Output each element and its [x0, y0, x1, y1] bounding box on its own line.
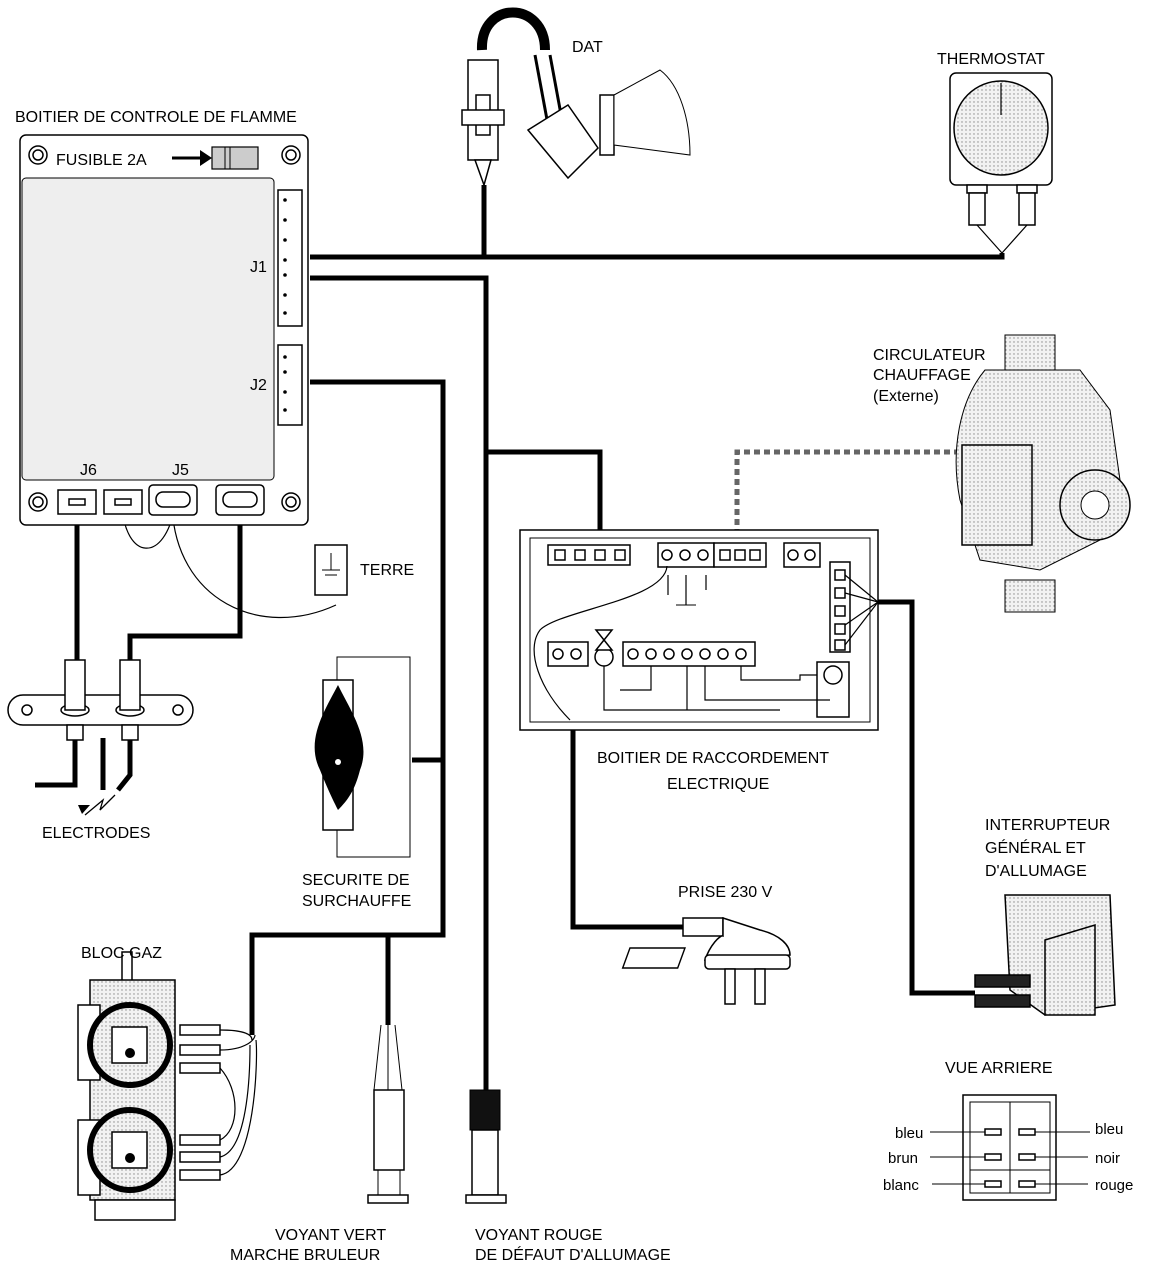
label-red-lamp-2: DE DÉFAUT D'ALLUMAGE: [475, 1245, 671, 1263]
label-wire-noir: noir: [1095, 1150, 1120, 1167]
label-overheat-1: SECURITE DE: [302, 872, 410, 889]
label-junction-1: BOITIER DE RACCORDEMENT: [597, 750, 829, 767]
label-wire-bleu-right: bleu: [1095, 1121, 1123, 1138]
label-wire-blanc: blanc: [883, 1177, 919, 1194]
label-red-lamp-1: VOYANT ROUGE: [475, 1227, 602, 1244]
label-gas-block: BLOC GAZ: [81, 945, 162, 962]
red-lamp: [465, 1089, 507, 1204]
label-flame-box: BOITIER DE CONTROLE DE FLAMME: [15, 109, 297, 126]
switch-rear-view: [930, 1094, 1090, 1201]
label-green-lamp-2: MARCHE BRULEUR: [230, 1247, 380, 1263]
thermostat: [949, 72, 1053, 226]
circulator-pump: [955, 334, 1131, 613]
main-wires: [35, 185, 1028, 1090]
dat-sensor: [461, 7, 691, 188]
label-j1: J1: [250, 259, 267, 276]
label-j5: J5: [172, 462, 189, 479]
gas-block: [77, 951, 258, 1221]
label-circulator-2: CHAUFFAGE: [873, 367, 971, 384]
earth-terminal: [314, 544, 348, 596]
label-overheat-2: SURCHAUFFE: [302, 893, 411, 910]
label-green-lamp-1: VOYANT VERT: [275, 1227, 386, 1244]
label-wire-bleu-left: bleu: [895, 1125, 923, 1142]
label-thermostat: THERMOSTAT: [937, 51, 1045, 68]
label-earth: TERRE: [360, 562, 414, 579]
label-circulator-3: (Externe): [873, 388, 939, 405]
junction-box: [519, 529, 879, 731]
flame-control-box: [19, 134, 309, 526]
electrode-bar: [7, 659, 194, 816]
label-j2: J2: [250, 377, 267, 394]
label-plug: PRISE 230 V: [678, 884, 773, 901]
label-j6: J6: [80, 462, 97, 479]
label-fuse: FUSIBLE 2A: [56, 152, 147, 169]
label-dat: DAT: [572, 39, 603, 56]
label-switch-3: D'ALLUMAGE: [985, 863, 1087, 880]
label-switch-1: INTERRUPTEUR: [985, 817, 1110, 834]
label-junction-2: ELECTRIQUE: [667, 776, 769, 793]
green-lamp: [367, 1024, 409, 1204]
labels: BOITIER DE CONTROLE DE FLAMME FUSIBLE 2A…: [15, 39, 1133, 1263]
overheat-safety: [314, 656, 411, 858]
label-switch-2: GÉNÉRAL ET: [985, 838, 1086, 857]
main-switch: [621, 894, 1116, 1016]
power-plug: [682, 916, 791, 1005]
label-wire-rouge: rouge: [1095, 1177, 1133, 1194]
label-circulator-1: CIRCULATEUR: [873, 347, 986, 364]
label-wire-brun: brun: [888, 1150, 918, 1167]
label-rear-view: VUE ARRIERE: [945, 1060, 1053, 1077]
label-electrodes: ELECTRODES: [42, 825, 150, 842]
